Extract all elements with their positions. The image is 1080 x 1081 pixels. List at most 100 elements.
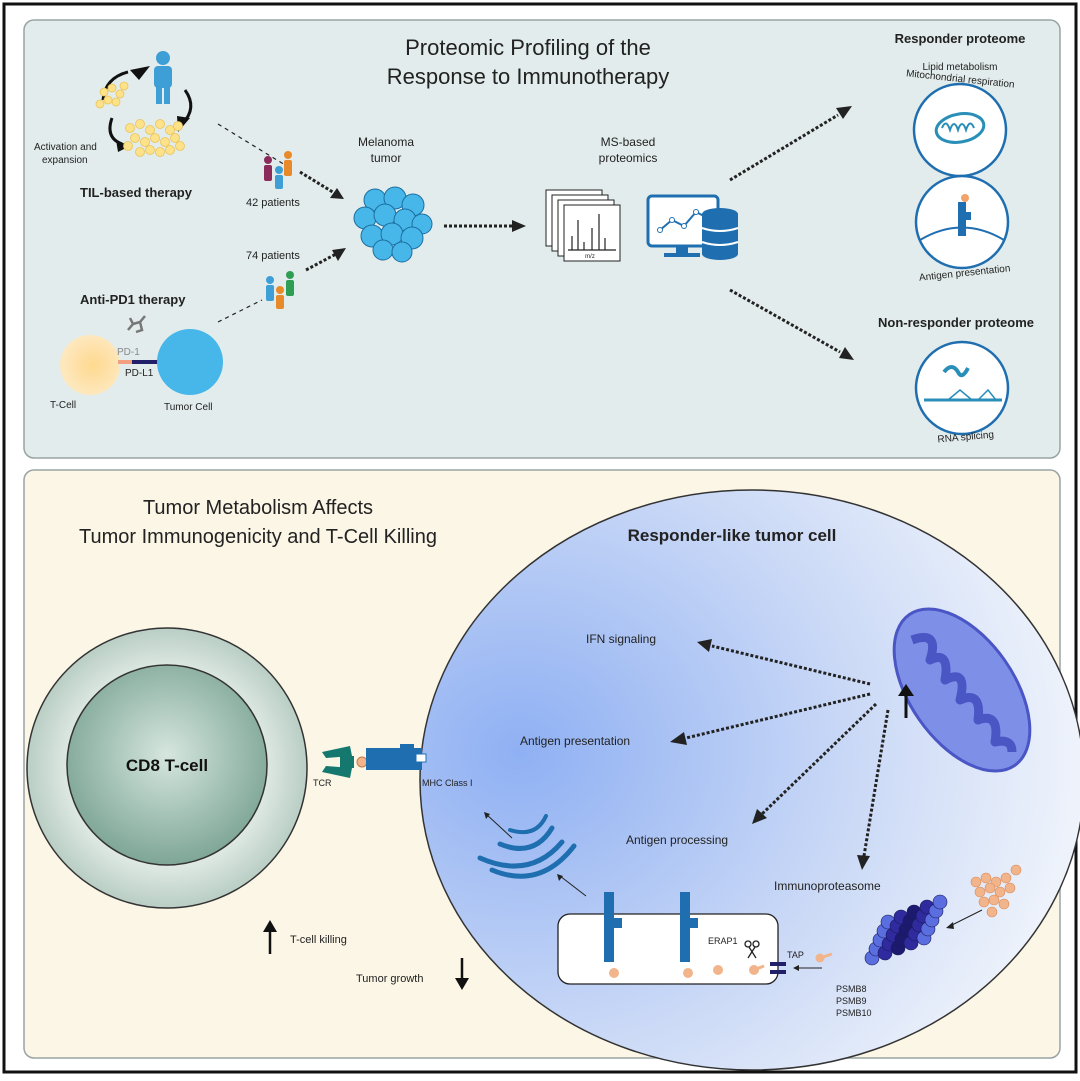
antipd1-path-line xyxy=(217,299,263,323)
mz-label: m/z xyxy=(585,254,595,260)
peptide-bead xyxy=(1010,864,1022,876)
peptide-cluster-icon xyxy=(970,864,1022,918)
til-to-tumor-arrow xyxy=(299,170,337,196)
tumor-cell-title: Responder-like tumor cell xyxy=(628,526,837,545)
mito-to-ifn-arrow xyxy=(711,644,871,686)
arrow-head-icon xyxy=(697,639,712,652)
peptide-bead xyxy=(974,886,986,898)
antipd1-to-tumor-arrow xyxy=(305,252,337,272)
responder-proteome-title: Responder proteome xyxy=(895,31,1026,46)
peptide-bead xyxy=(978,896,990,908)
computer-database-icon xyxy=(646,194,739,260)
arrow-head-icon xyxy=(512,220,526,232)
cd8-label: CD8 T-cell xyxy=(126,756,208,775)
mhc-label: MHC Class I xyxy=(422,778,473,788)
antigen-processing-label: Antigen processing xyxy=(626,833,728,847)
til-cycle-diagram xyxy=(95,51,193,157)
mito-to-antigen-presentation-arrow xyxy=(685,692,871,740)
peptide-bead xyxy=(998,898,1010,910)
top-title-line2: Response to Immunotherapy xyxy=(387,64,670,89)
scissors-icon xyxy=(744,940,760,959)
peptide-bead xyxy=(1004,882,1016,894)
tcell-label: T-Cell xyxy=(50,400,76,411)
pdl1-ligand-icon xyxy=(132,360,158,364)
peptide-bead xyxy=(988,894,1000,906)
down-arrow-head-icon xyxy=(455,978,469,990)
mhc-small-icon xyxy=(919,194,1005,241)
til-cells-expanded-icon xyxy=(123,119,185,157)
up-arrow-head-icon xyxy=(263,920,277,932)
pd1-label: PD-1 xyxy=(117,347,140,358)
til-patients-group-icon xyxy=(264,151,292,189)
tap-transporter-icon xyxy=(770,962,786,974)
tcell-killing-label: T-cell killing xyxy=(290,934,347,946)
bottom-title-line2: Tumor Immunogenicity and T-Cell Killing xyxy=(79,526,437,548)
pdl1-label: PD-L1 xyxy=(125,368,154,379)
antibody-icon xyxy=(127,315,146,334)
patient-person-icon xyxy=(154,51,172,104)
immunoproteasome-icon xyxy=(864,894,948,966)
tap-label: TAP xyxy=(787,950,804,960)
melanoma-label-line1: Melanoma xyxy=(358,135,414,149)
peptide-icon xyxy=(609,968,619,978)
peptide-bead xyxy=(980,872,992,884)
mito-to-antigen-processing-arrow xyxy=(760,702,878,816)
peptide-bead xyxy=(994,886,1006,898)
cycle-arrow-head-icon xyxy=(116,140,130,152)
ifn-signaling-label: IFN signaling xyxy=(586,632,656,646)
proteasome-subunit xyxy=(932,894,948,910)
mitochondria-small-icon xyxy=(934,112,986,144)
top-panel xyxy=(23,19,1061,459)
er-to-golgi-arrow xyxy=(559,875,587,897)
peptide-bead xyxy=(984,882,996,894)
bottom-title-line1: Tumor Metabolism Affects xyxy=(143,497,373,519)
cycle-arrow-head-icon xyxy=(130,66,150,80)
psmb8-label: PSMB8 xyxy=(836,984,867,994)
arrow-head-icon xyxy=(332,248,346,261)
til-therapy-label: TIL-based therapy xyxy=(80,185,193,200)
arrow-head-icon xyxy=(836,106,852,119)
psmb9-label: PSMB9 xyxy=(836,996,867,1006)
mhc-class-i-icon xyxy=(366,744,427,770)
tumor-cell-icon xyxy=(157,329,223,395)
arrow-head-icon xyxy=(857,855,870,870)
melanoma-label-line2: tumor xyxy=(371,151,402,165)
ms-label-line1: MS-based xyxy=(601,135,656,149)
arrow-head-icon xyxy=(839,347,854,360)
rna-splicing-circle xyxy=(914,340,1010,436)
peptide-icon xyxy=(713,965,723,975)
arrow-head-icon xyxy=(793,965,799,971)
pd1-receptor-icon xyxy=(118,360,132,364)
arrow-head-icon xyxy=(557,874,563,881)
peptide-bead xyxy=(970,876,982,888)
peptide-bead xyxy=(1000,872,1012,884)
antipd1-patients-count: 74 patients xyxy=(246,250,300,262)
tcr-receptor-icon xyxy=(322,746,354,778)
til-patients-count: 42 patients xyxy=(246,197,300,209)
mass-spectra-stack-icon xyxy=(545,189,621,262)
tcr-label: TCR xyxy=(313,778,332,788)
mhc-loading-icon xyxy=(604,892,698,962)
peptide-antigen-icon xyxy=(356,756,368,768)
cd8-tcell-nucleus xyxy=(66,664,268,866)
ms-to-responder-arrow xyxy=(729,113,839,182)
top-title-line1: Proteomic Profiling of the xyxy=(405,35,651,60)
arrow-head-icon xyxy=(752,809,767,824)
arrow-head-icon xyxy=(330,188,344,199)
melanoma-tumor-icon xyxy=(353,186,433,263)
immunoproteasome-label: Immunoproteasome xyxy=(774,879,881,893)
erap1-label: ERAP1 xyxy=(708,936,738,946)
golgi-apparatus-icon xyxy=(477,814,577,879)
ms-label-line2: proteomics xyxy=(599,151,658,165)
antipd1-patients-group-icon xyxy=(266,271,294,309)
activation-label-line1: Activation and xyxy=(34,142,97,153)
til-cells-small-icon xyxy=(95,81,129,109)
peptide-bead xyxy=(986,906,998,918)
psmb10-label: PSMB10 xyxy=(836,1008,872,1018)
nonresponder-proteome-title: Non-responder proteome xyxy=(878,315,1034,330)
rna-splicing-label: RNA splicing xyxy=(937,430,994,446)
arrow-head-icon xyxy=(484,812,490,819)
cycle-arrow-icon xyxy=(101,70,129,101)
